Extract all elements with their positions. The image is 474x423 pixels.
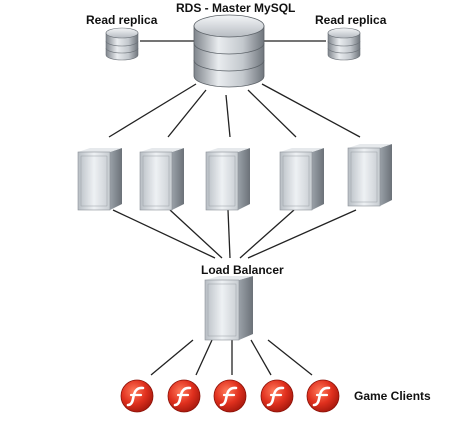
master-db-label: RDS - Master MySQL xyxy=(176,1,296,15)
master-database xyxy=(193,14,265,88)
server-icon xyxy=(204,276,253,341)
flash-player-icon xyxy=(120,379,154,413)
app-server-2 xyxy=(139,148,184,211)
server-icon xyxy=(279,148,324,211)
load-balancer-server xyxy=(204,276,253,341)
game-client-2 xyxy=(167,379,201,413)
app-server-5 xyxy=(347,144,392,207)
app-server-1 xyxy=(77,148,122,211)
database-icon xyxy=(193,14,265,88)
server-icon xyxy=(205,148,250,211)
read-replica-right xyxy=(327,27,361,61)
database-icon xyxy=(105,27,139,61)
flash-player-icon xyxy=(260,379,294,413)
game-clients-label: Game Clients xyxy=(354,389,431,403)
flash-player-icon xyxy=(167,379,201,413)
read-replica-left xyxy=(105,27,139,61)
game-client-1 xyxy=(120,379,154,413)
server-icon xyxy=(347,144,392,207)
server-icon xyxy=(77,148,122,211)
game-client-4 xyxy=(260,379,294,413)
app-server-3 xyxy=(205,148,250,211)
read-replica-left-label: Read replica xyxy=(86,13,158,27)
flash-player-icon xyxy=(306,379,340,413)
app-server-4 xyxy=(279,148,324,211)
flash-player-icon xyxy=(213,379,247,413)
database-icon xyxy=(327,27,361,61)
game-client-5 xyxy=(306,379,340,413)
read-replica-right-label: Read replica xyxy=(315,13,387,27)
game-client-3 xyxy=(213,379,247,413)
server-icon xyxy=(139,148,184,211)
load-balancer-label: Load Balancer xyxy=(201,263,284,277)
connectors xyxy=(108,40,361,376)
